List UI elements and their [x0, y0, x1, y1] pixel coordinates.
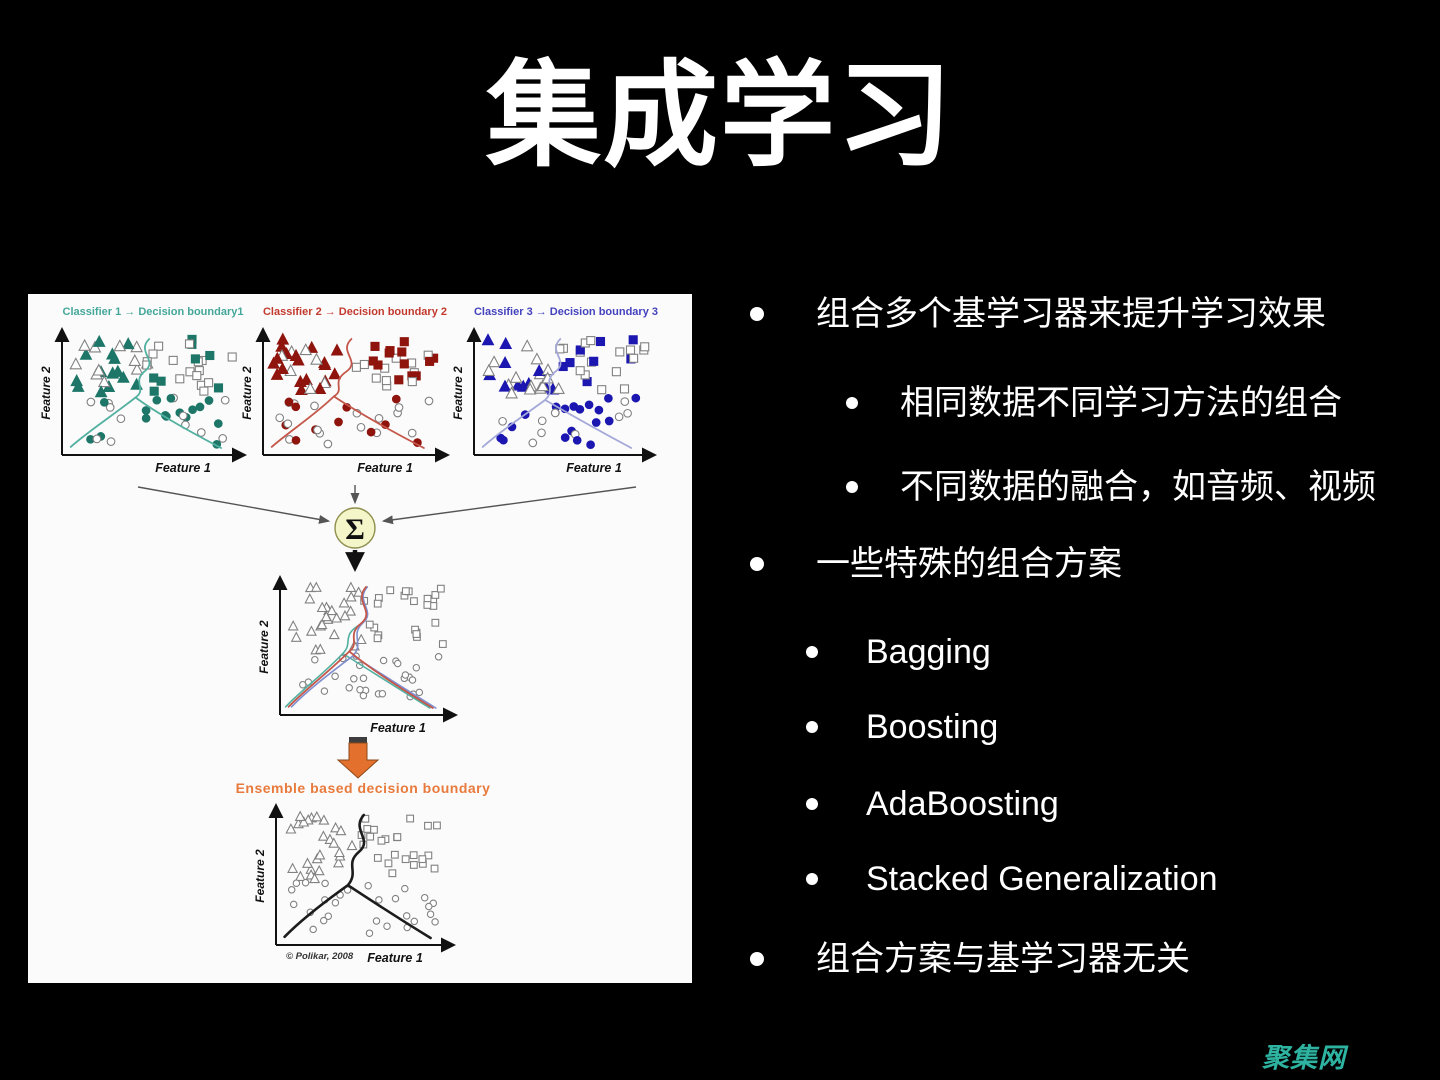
combine-arrows	[137, 485, 637, 525]
classifier-plot-3: Classifier 3 → Decision boundary 3 Featur…	[451, 306, 658, 475]
list-item: 相同数据不同学习方法的组合	[0, 383, 1440, 423]
x-axis-label: Feature 1	[155, 461, 211, 475]
list-item: 组合多个基学习器来提升学习效果	[0, 294, 1440, 334]
bullet-icon	[806, 873, 818, 885]
bullet-list: 组合多个基学习器来提升学习效果 相同数据不同学习方法的组合 不同数据的融合，如音…	[0, 294, 1440, 979]
bullet-icon	[750, 307, 764, 321]
y-axis-label: Feature 2	[253, 849, 267, 903]
classifier-plot-1: Classifier 1 → Decision boundary1Feature…	[39, 306, 247, 475]
x-axis-label: Feature 1	[370, 721, 426, 735]
bullet-text: Bagging	[866, 633, 991, 671]
y-axis-label: Feature 2	[240, 366, 254, 420]
bullet-text: Stacked Generalization	[866, 860, 1218, 898]
bullet-text: 相同数据不同学习方法的组合	[900, 384, 1342, 422]
x-axis-label: Feature 1	[566, 461, 622, 475]
sum-symbol: Σ	[345, 513, 365, 546]
final-plot: Feature 2 Feature 1 © Polikar, 2008	[253, 803, 456, 965]
x-axis-label: Feature 1	[357, 461, 413, 475]
list-item: Bagging	[0, 632, 1440, 672]
bullet-icon	[750, 952, 764, 966]
bullet-text: 组合方案与基学习器无关	[816, 940, 1190, 978]
plot-title: Classifier 1 → Decision boundary1	[63, 306, 244, 318]
y-axis-label: Feature 2	[39, 366, 53, 420]
page-title: 集成学习	[485, 52, 954, 180]
classifier-plot-2: Classifier 2 → Decision boundary 2 Featur…	[240, 306, 450, 475]
bullet-icon	[806, 798, 818, 810]
watermark: 聚集网	[1262, 1043, 1346, 1073]
list-item: AdaBoosting	[0, 784, 1440, 824]
combined-plot: Feature 2 Feature 1	[257, 575, 458, 735]
attribution: © Polikar, 2008	[286, 951, 354, 962]
bullet-icon	[806, 646, 818, 658]
bullet-text: 一些特殊的组合方案	[816, 545, 1122, 583]
ensemble-diagram-svg: Classifier 1 → Decision boundary1Feature…	[28, 294, 692, 983]
bullet-text: 组合多个基学习器来提升学习效果	[816, 295, 1326, 333]
bullet-icon	[846, 397, 858, 409]
ensemble-label: Ensemble based decision boundary	[236, 780, 491, 796]
x-axis-label: Feature 1	[367, 951, 423, 965]
list-item: Stacked Generalization	[0, 859, 1440, 899]
bullet-text: AdaBoosting	[866, 785, 1059, 823]
plot-title: Classifier 3 → Decision boundary 3	[474, 306, 658, 318]
bullet-text: Boosting	[866, 708, 999, 746]
list-item: 组合方案与基学习器无关	[0, 939, 1440, 979]
plot-title: Classifier 2 → Decision boundary 2	[263, 306, 447, 318]
y-axis-label: Feature 2	[451, 366, 465, 420]
y-axis-label: Feature 2	[257, 620, 271, 674]
bullet-icon	[806, 721, 818, 733]
sum-node: Σ	[334, 507, 376, 549]
bullet-text: 不同数据的融合，如音频、视频	[900, 468, 1376, 506]
list-item: Boosting	[0, 707, 1440, 747]
list-item: 一些特殊的组合方案	[0, 544, 1440, 584]
bullet-icon	[846, 481, 858, 493]
list-item: 不同数据的融合，如音频、视频	[0, 467, 1440, 507]
bullet-icon	[750, 557, 764, 571]
ensemble-arrow-icon	[336, 737, 380, 779]
